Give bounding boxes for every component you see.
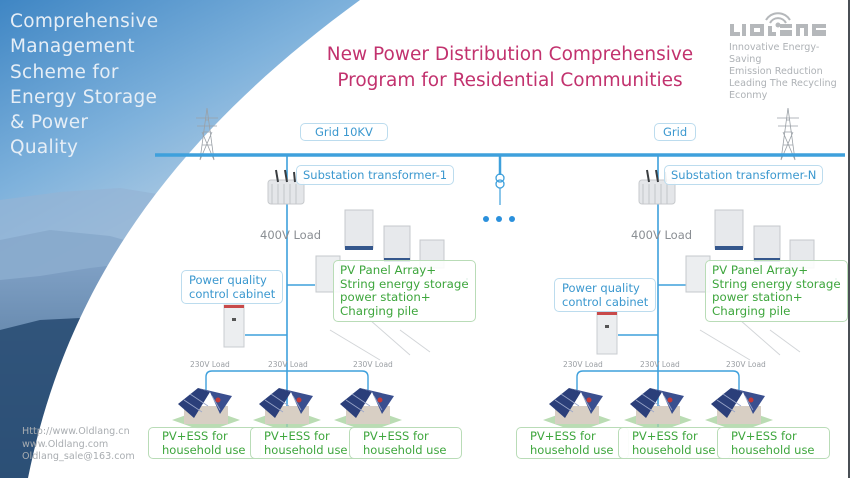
solar-house-icon [172,388,240,432]
pv-line: PV Panel Array+ [340,263,437,277]
ellipsis-dot [496,216,502,222]
pv-line: PV Panel Array+ [712,263,809,277]
load-230v-label: 230V Load [190,360,230,369]
hh-line: household use [363,442,447,457]
load-230v-label: 230V Load [726,360,766,369]
pq-line: Power quality [189,273,267,287]
grid-label: Grid [654,123,697,141]
hh-line: household use [632,442,716,457]
hh-line: PV+ESS for [363,429,429,443]
pv-station-label: PV Panel Array+ String energy storage po… [705,260,848,322]
hh-line: PV+ESS for [530,429,596,443]
transmission-tower-icon [777,107,799,161]
wifi-arc-outer [765,12,791,21]
pv-line: power station+ [340,290,431,304]
pv-line: Charging pile [340,303,419,318]
solar-house-icon [253,388,321,432]
contact-url-cn: Http://www.Oldlang.cn [22,426,130,437]
main-title-line-1: New Power Distribution Comprehensive [326,44,694,65]
hh-line: household use [731,442,815,457]
pq-line: control cabinet [562,295,649,309]
solar-house-icon [543,388,611,432]
ellipsis-dot [509,216,515,222]
tagline-line: Leading The Recycling [729,78,837,89]
grid-10kv-label: Grid 10KV [300,123,388,141]
wifi-arc-inner [769,17,787,24]
load-230v-label: 230V Load [640,360,680,369]
load-400v-label: 400V Load [260,228,322,242]
right-edge-border [848,0,850,478]
contact-url-com: www.Oldlang.com [22,438,109,450]
pq-line: Power quality [562,281,640,295]
power-quality-cabinet-icon [596,311,618,355]
pv-line: power station+ [712,290,803,304]
hh-line: PV+ESS for [731,429,797,443]
side-title: Comprehensive Management Scheme for Ener… [10,11,159,159]
hh-line: household use [530,442,614,457]
wifi-dot [775,22,781,28]
pv-line: Charging pile [712,303,791,318]
main-title-line-2: Program for Residential Communities [337,70,683,91]
substation-transformer-n-label: Substation transformer-N [664,165,824,185]
load-400v-label: 400V Load [631,228,693,242]
hh-line: PV+ESS for [632,429,698,443]
solar-house-icon [705,388,773,432]
power-quality-cabinet-icon [223,304,245,348]
contact-email: Oldlang_sale@163.com [22,451,135,462]
hh-line: household use [264,442,348,457]
pv-line: String energy storage [712,276,841,291]
substation-transformer-icon [267,169,305,205]
power-quality-cabinet-label: Power quality control cabinet [554,278,657,312]
logo-tagline: Innovative Energy-Saving Emission Reduct… [729,42,850,102]
contact-info: Http://www.Oldlang.cn www.Oldlang.com Ol… [22,426,135,464]
hh-line: household use [162,442,246,457]
load-230v-label: 230V Load [268,360,308,369]
pv-line: String energy storage [340,276,469,291]
tagline-line: Emission Reduction [729,66,823,77]
household-branch-line [576,370,740,390]
pq-line: control cabinet [189,287,276,301]
company-logo [730,12,826,36]
household-branch-line [205,370,369,390]
tagline-line: Econmy [729,90,768,101]
load-230v-label: 230V Load [563,360,603,369]
tagline-line: Innovative Energy-Saving [729,42,820,65]
load-230v-label: 230V Load [353,360,393,369]
solar-house-icon [624,388,692,432]
power-quality-cabinet-label: Power quality control cabinet [181,270,284,304]
substation-transformer-1-label: Substation transformer-1 [296,165,455,185]
transformer-symbol-icon [495,173,505,189]
transmission-tower-icon [196,107,218,161]
white-curve-overlay [28,0,850,478]
main-title: New Power Distribution Comprehensive Pro… [300,42,720,94]
substation-transformer-icon [638,169,676,205]
ellipsis-dot [483,216,489,222]
solar-house-icon [334,388,402,432]
hh-line: PV+ESS for [162,429,228,443]
pv-station-label: PV Panel Array+ String energy storage po… [333,260,476,322]
hh-line: PV+ESS for [264,429,330,443]
